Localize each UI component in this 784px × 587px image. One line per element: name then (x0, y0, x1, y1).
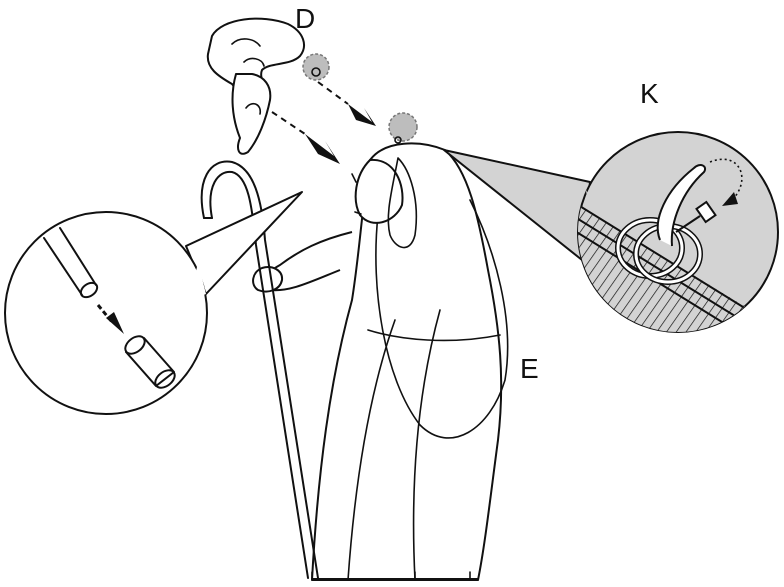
robe-fold-2 (412, 309, 441, 581)
label-e: E (520, 353, 539, 384)
guide-line-2 (271, 111, 306, 135)
hook-mark-2 (354, 211, 362, 215)
cloak-oval (375, 199, 509, 439)
beard-piece-d (206, 17, 330, 155)
arrow-k-icon (722, 192, 738, 206)
robe-outline (311, 142, 503, 581)
beard-long (231, 73, 272, 155)
hook-mark-1 (351, 173, 357, 183)
hair-curl-1 (231, 38, 261, 47)
label-d: D (295, 3, 315, 34)
guide-line-1 (317, 81, 349, 105)
attachment-point-figure (388, 112, 418, 144)
ring-assembly (615, 158, 743, 285)
cylinder-upper (43, 227, 97, 296)
callout-right (443, 131, 779, 333)
label-k: K (640, 78, 659, 109)
cylinder-piece (124, 335, 176, 389)
arrow-1-icon (348, 104, 376, 126)
attachment-hole-d (311, 67, 321, 77)
assembly-arrows (271, 81, 376, 164)
cylinder-upper-end (79, 281, 99, 299)
hair-curl-2 (243, 57, 265, 67)
robe-fold-3 (367, 329, 501, 342)
hand (252, 266, 284, 293)
figure-silhouette (252, 142, 509, 581)
callout-left (4, 191, 303, 415)
beard-front (387, 157, 418, 249)
arrow-2-icon (305, 134, 340, 164)
attachment-point-d (302, 53, 330, 81)
beard-curl (245, 102, 262, 115)
